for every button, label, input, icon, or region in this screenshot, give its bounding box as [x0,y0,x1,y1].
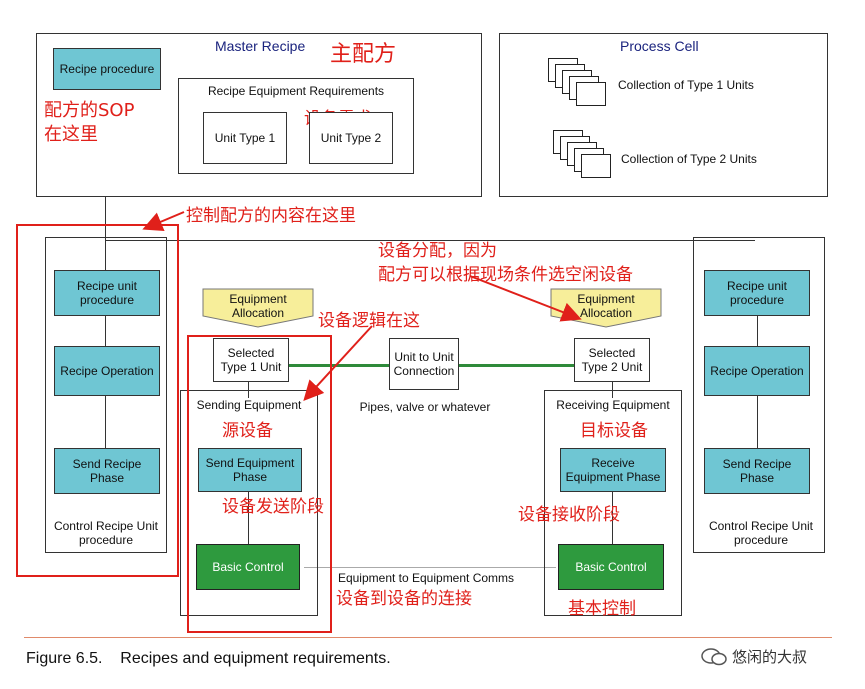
left-send-recipe-phase: Send Recipe Phase [54,448,160,494]
process-cell-title: Process Cell [620,38,699,54]
comms-label: Equipment to Equipment Comms [337,571,515,585]
selected-type1-unit: Selected Type 1 Unit [213,338,289,382]
send-allocation-banner [202,288,314,328]
unit-connection-box: Unit to Unit Connection [389,338,459,390]
left-recipe-operation: Recipe Operation [54,346,160,396]
left-recipe-unit-procedure: Recipe unit procedure [54,270,160,316]
caption-divider [24,637,832,638]
send-basic-control: Basic Control [196,544,300,590]
source-equipment-cn: 源设备 [222,421,273,441]
receiving-equipment-panel [544,390,682,616]
recv-basic-control: Basic Control [558,544,664,590]
allocation-annotation-line1: 设备分配，因为 [378,241,497,261]
wechat-icon [701,648,727,666]
connector-top-horizontal [105,240,755,241]
receive-equipment-phase: Receive Equipment Phase [560,448,666,492]
right-recipe-unit-procedure: Recipe unit procedure [704,270,810,316]
figure-caption: Figure 6.5. Recipes and equipment requir… [26,650,391,667]
sending-equipment-title: Sending Equipment [196,398,302,412]
send-phase-cn: 设备发送阶段 [222,497,324,517]
connector-left-column-1 [105,316,106,346]
receiving-equipment-title: Receiving Equipment [556,398,670,412]
recipe-procedure-box: Recipe procedure [53,48,161,90]
left-control-recipe-footer: Control Recipe Unit procedure [53,519,159,547]
send-allocation-label: Equipment Allocation [229,292,287,320]
arrow-to-control-recipe [142,211,185,232]
type2-collection-label: Collection of Type 2 Units [621,152,757,166]
connector-right-column-2 [757,396,758,448]
master-recipe-title: Master Recipe [215,38,306,54]
connector-send-basic [248,492,249,544]
control-recipe-annotation: 控制配方的内容在这里 [186,206,356,226]
send-equipment-phase: Send Equipment Phase [198,448,302,492]
recv-allocation-label: Equipment Allocation [577,292,635,320]
left-red-highlight [16,224,179,577]
sop-annotation-line2: 在这里 [44,124,98,145]
right-control-recipe-panel [693,237,825,553]
connector-recv-basic [612,492,613,544]
type1-collection-label: Collection of Type 1 Units [618,78,754,92]
receive-phase-cn: 设备接收阶段 [518,505,620,525]
right-control-recipe-footer: Control Recipe Unit procedure [708,519,814,547]
right-send-recipe-phase: Send Recipe Phase [704,448,810,494]
sending-equipment-panel [180,390,318,616]
arrow-to-allocation [469,275,582,322]
type2-unit-icon [581,154,611,178]
master-recipe-title-cn: 主配方 [330,42,397,67]
arrow-to-sending-equipment [303,325,373,401]
connector-left-column-2 [105,396,106,448]
pipes-label: Pipes, valve or whatever [359,400,491,414]
right-recipe-operation: Recipe Operation [704,346,810,396]
allocation-annotation-line2: 配方可以根据现场条件选空闲设备 [378,265,633,285]
left-control-recipe-panel [45,237,167,553]
target-equipment-cn: 目标设备 [580,421,648,441]
selected-type2-unit: Selected Type 2 Unit [574,338,650,382]
watermark-text: 悠闲的大叔 [732,648,808,666]
connection-cn: 设备到设备的连接 [336,589,472,609]
type1-unit-icon [576,82,606,106]
sop-annotation-line1: 配方的SOP [44,100,135,121]
equipment-requirements-label: Recipe Equipment Requirements [207,84,385,98]
basic-control-cn: 基本控制 [568,599,636,619]
unit-type-2-box: Unit Type 2 [309,112,393,164]
comms-line [304,567,556,568]
unit-type-1-box: Unit Type 1 [203,112,287,164]
sending-red-highlight [187,335,332,633]
connector-right-column-1 [757,316,758,346]
logic-annotation: 设备逻辑在这 [318,311,420,331]
